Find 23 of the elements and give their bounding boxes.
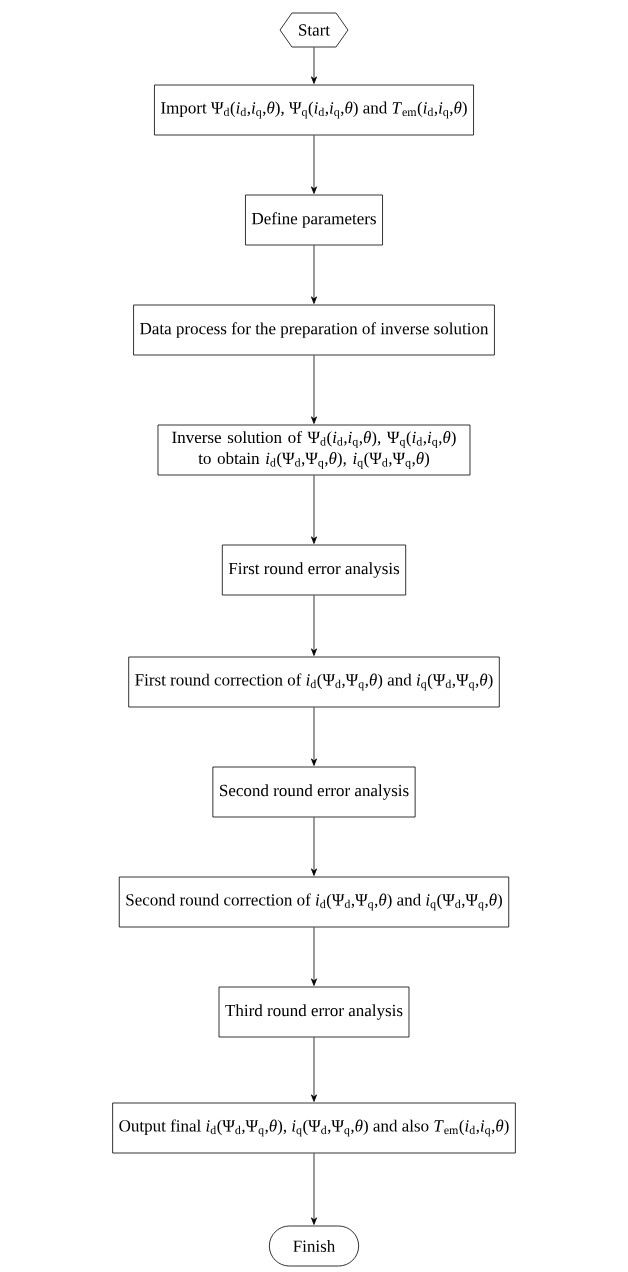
process-box: Second round correction of i$_{d}$(Ψ$_{d}$,Ψ$_{q}$,θ) and i$_{q}$(Ψ$_{d}$,Ψ$_{q}$,θ) <box>118 876 510 928</box>
arrow <box>311 135 317 194</box>
process-box: First round correction of i$_{d}$(Ψ$_{d}$,Ψ$_{q}$,θ) and i$_{q}$(Ψ$_{d}$,Ψ$_{q}$,θ) <box>128 656 500 708</box>
arrow <box>311 817 317 876</box>
process-box: Second round error analysis <box>212 766 416 818</box>
process-box: First round error analysis <box>221 544 407 596</box>
start-terminal: Start <box>279 12 349 48</box>
arrow <box>311 355 317 424</box>
arrow <box>311 245 317 304</box>
end-terminal: Finish <box>268 1225 360 1267</box>
process-box: Define parameters <box>245 194 383 246</box>
arrow <box>311 707 317 766</box>
process-box: Data process for the preparation of inverse solution <box>133 304 495 356</box>
process-box: Output final i$_{d}$(Ψ$_{d}$,Ψ$_{q}$,θ), i$_{q}$(Ψ$_{d}$,Ψ$_{q}$,θ) and also T$_{em}$(i$_{d}$,i$_{q}$,θ) <box>112 1102 516 1154</box>
process-box: Inverse solution of Ψ$_{d}$(i$_{d}$,i$_{q}$,θ), Ψ$_{q}$(i$_{d}$,i$_{q}$,θ) to obtain i$_{d}$(Ψ$_{d}$,Ψ$_{q}$,θ), i$_{q}$(Ψ$_{d}$,Ψ$_{q}$,θ) <box>157 424 471 476</box>
arrow <box>311 1037 317 1102</box>
arrow <box>311 1153 317 1225</box>
arrow <box>311 47 317 84</box>
process-box: Third round error analysis <box>218 986 410 1038</box>
arrow <box>311 475 317 544</box>
arrow <box>311 595 317 656</box>
arrow <box>311 927 317 986</box>
process-box: Import Ψ$_{d}$(i$_{d}$,i$_{q}$,θ), Ψ$_{q}$(i$_{d}$,i$_{q}$,θ) and T$_{em}$(i$_{d}$,i$_{q}$,θ) <box>154 84 474 136</box>
